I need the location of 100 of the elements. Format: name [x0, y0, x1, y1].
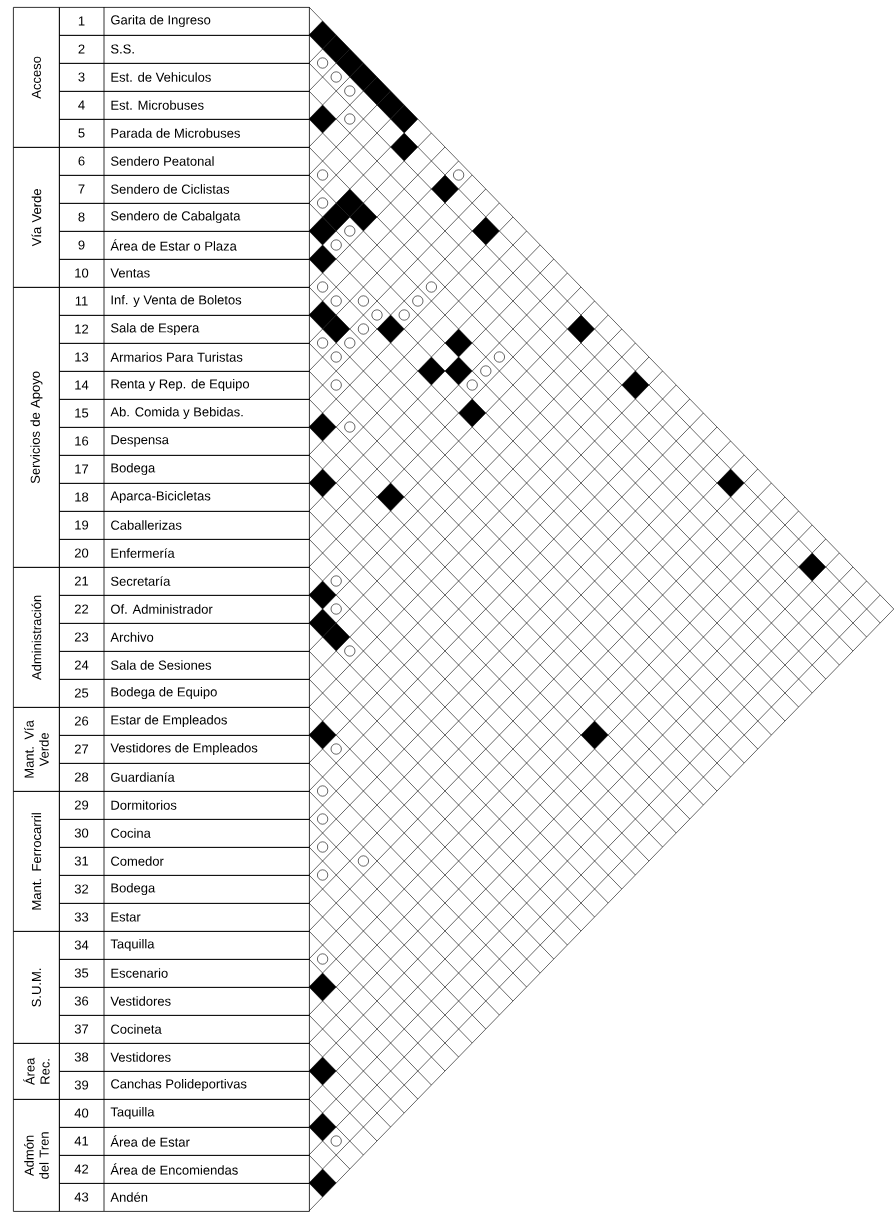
group-cell — [13, 1099, 60, 1212]
room-name: Archivo — [110, 632, 154, 642]
row-number: 34 — [74, 940, 89, 950]
room-name: Enfermería — [111, 548, 175, 558]
group-cell — [13, 791, 60, 932]
table-row — [59, 986, 310, 1016]
room-name: Comedor — [111, 856, 164, 866]
table-row — [59, 930, 310, 960]
table-row — [59, 62, 310, 92]
room-name: Secretaría — [111, 576, 171, 586]
row-number: 33 — [74, 912, 89, 922]
room-name: Dormitorios — [111, 800, 177, 810]
room-name: Sendero de Ciclistas — [111, 184, 230, 194]
room-name: Estar — [111, 912, 141, 922]
table-row — [59, 510, 310, 540]
room-name: Sala de Sesiones — [111, 660, 212, 670]
table-row — [59, 902, 310, 932]
room-name: Andén — [110, 1192, 148, 1202]
row-number: 37 — [74, 1024, 89, 1034]
table-row — [59, 118, 310, 148]
group-cell — [13, 287, 60, 568]
table-row — [59, 762, 310, 792]
table-row — [59, 1154, 310, 1184]
table-row — [59, 342, 310, 372]
room-name: Área de Estar — [110, 1135, 190, 1147]
row-number: 3 — [78, 72, 85, 82]
row-number: 30 — [74, 828, 89, 838]
row-number: 36 — [74, 996, 89, 1006]
room-name: Bodega — [111, 882, 156, 896]
row-number: 32 — [74, 884, 89, 894]
row-number: 5 — [78, 128, 85, 138]
group-label: S.U.M. — [31, 968, 41, 1007]
group-cell — [13, 931, 60, 1044]
row-number: 14 — [75, 380, 89, 390]
table-row — [59, 678, 310, 708]
room-name: Garita de Ingreso — [111, 14, 211, 28]
table-row — [59, 1098, 310, 1128]
room-name: S.S. — [111, 44, 134, 54]
row-number: 21 — [74, 576, 89, 586]
group-label: Vía Verde — [31, 189, 42, 247]
table-row — [59, 34, 310, 64]
room-name: Sendero Peatonal — [111, 156, 214, 166]
row-number: 2 — [78, 44, 85, 54]
room-name: Taquilla — [110, 938, 155, 952]
room-name: Canchas Polideportivas — [111, 1078, 247, 1092]
row-number: 23 — [74, 632, 89, 642]
group-label: Mant. Ferrocarril — [31, 813, 42, 910]
table-row — [59, 650, 310, 680]
table-row — [59, 622, 310, 652]
row-number: 25 — [74, 688, 89, 698]
row-number: 39 — [74, 1080, 89, 1090]
row-number: 43 — [74, 1192, 89, 1202]
table-row — [59, 790, 310, 820]
table-row — [59, 566, 310, 596]
room-name: Armarios Para Turistas — [110, 352, 243, 362]
table-row — [59, 454, 310, 484]
room-name: Of. Administrador — [111, 604, 213, 614]
group-label: Admón del Tren — [24, 1132, 49, 1179]
row-number: 19 — [75, 520, 89, 530]
room-name: Inf. y Venta de Boletos — [111, 294, 242, 308]
room-name: Área de Encomiendas — [110, 1163, 238, 1175]
room-name: Bodega — [111, 462, 156, 476]
table-row — [59, 1042, 310, 1072]
row-number: 35 — [74, 968, 89, 978]
room-name: Vestidores — [110, 1052, 171, 1062]
table-row — [59, 202, 310, 232]
group-label: Administración — [31, 595, 42, 680]
row-number: 8 — [78, 212, 85, 222]
table-row — [59, 370, 310, 400]
table-row — [59, 1014, 310, 1044]
row-number: 7 — [78, 184, 85, 194]
room-name: Guardianía — [111, 772, 175, 782]
table-row — [59, 398, 310, 428]
table-row — [59, 874, 310, 904]
table-row — [59, 594, 310, 624]
table-row — [59, 482, 310, 512]
row-number: 10 — [75, 268, 89, 278]
row-number: 22 — [74, 604, 89, 614]
row-number: 6 — [78, 156, 85, 166]
row-number: 28 — [74, 772, 89, 782]
table-row — [59, 1126, 310, 1156]
row-number: 18 — [75, 492, 89, 502]
table-row — [59, 230, 310, 260]
room-name: Sala de Espera — [111, 322, 200, 336]
row-number: 40 — [74, 1108, 89, 1118]
row-number: 42 — [74, 1164, 89, 1174]
row-number: 13 — [75, 352, 89, 362]
room-name: Vestidores — [110, 996, 171, 1006]
table-row — [59, 314, 310, 344]
room-name: Sendero de Cabalgata — [111, 210, 241, 224]
row-number: 38 — [74, 1052, 89, 1062]
table-row — [59, 6, 310, 36]
row-number: 26 — [74, 716, 89, 726]
room-name: Vestidores de Empleados — [110, 742, 258, 756]
group-label: Acceso — [31, 56, 41, 99]
group-cell — [13, 7, 60, 148]
room-name: Parada de Microbuses — [111, 128, 240, 138]
table-row — [59, 258, 310, 288]
table-row — [59, 1070, 310, 1100]
row-number: 24 — [74, 660, 89, 670]
